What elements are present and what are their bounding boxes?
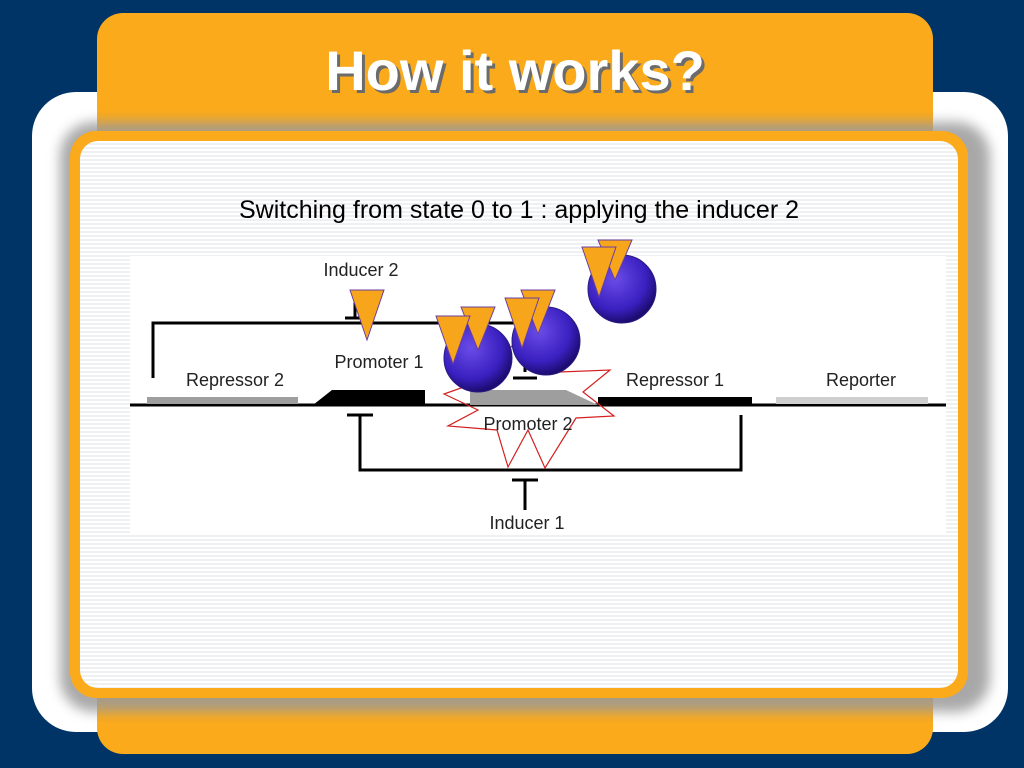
reporter-label: Reporter (826, 370, 896, 390)
promoter1-region (313, 390, 425, 405)
inducer2-label: Inducer 2 (323, 260, 398, 280)
promoter1-label: Promoter 1 (334, 352, 423, 372)
promoter2-region (470, 390, 598, 405)
repression-line-lower (358, 415, 743, 472)
reporter-gene (776, 397, 928, 404)
slide-title: How it works? (325, 39, 705, 102)
slide-subtitle: Switching from state 0 to 1 : applying t… (238, 196, 800, 224)
inducer2-molecule (349, 289, 385, 342)
repressor2-gene (147, 397, 298, 404)
inducer1-label: Inducer 1 (489, 513, 564, 533)
bound-inducer-triangle (581, 246, 617, 299)
repressor2-label: Repressor 2 (186, 370, 284, 390)
bound-inducer-triangle (504, 297, 540, 350)
repressor1-label: Repressor 1 (626, 370, 724, 390)
bound-inducer-triangle (435, 315, 471, 366)
repressor1-gene (598, 397, 752, 405)
promoter2-label: Promoter 2 (483, 414, 572, 434)
